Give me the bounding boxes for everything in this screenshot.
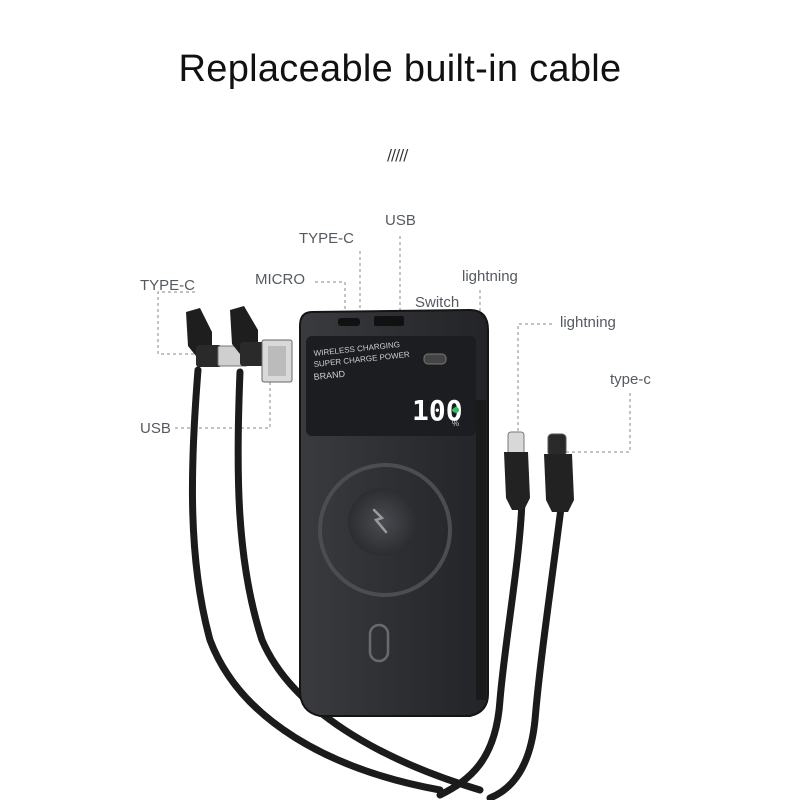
- label-type-c-left: TYPE-C: [140, 277, 196, 294]
- bottom-pill: [368, 623, 390, 663]
- decorative-slashes: /////: [387, 146, 408, 164]
- charging-pad: [348, 488, 416, 556]
- label-switch: Switch: [415, 294, 460, 311]
- page-title: Replaceable built-in cable: [178, 48, 622, 90]
- power-bank: WIRELESS CHARGING SUPER CHARGE POWER BRA…: [299, 308, 489, 717]
- label-lightning-top: lightning: [462, 268, 518, 285]
- indicator-dot: [453, 407, 459, 413]
- battery-unit: %: [452, 419, 459, 428]
- label-lightning-right: lightning: [560, 314, 616, 331]
- label-type-c-top: TYPE-C: [299, 230, 355, 247]
- label-usb-left: USB: [140, 420, 171, 437]
- bank-brand: BRAND: [313, 369, 346, 382]
- lightning-icon: [372, 508, 388, 534]
- label-usb-top: USB: [385, 212, 416, 229]
- left-connectors: [186, 306, 293, 383]
- right-cables: [436, 496, 566, 800]
- left-cables: [188, 366, 484, 794]
- right-connectors: [504, 431, 574, 512]
- label-type-c-right: type-c: [610, 371, 651, 388]
- label-micro: MICRO: [255, 271, 305, 288]
- charging-ring-outer: [318, 463, 452, 597]
